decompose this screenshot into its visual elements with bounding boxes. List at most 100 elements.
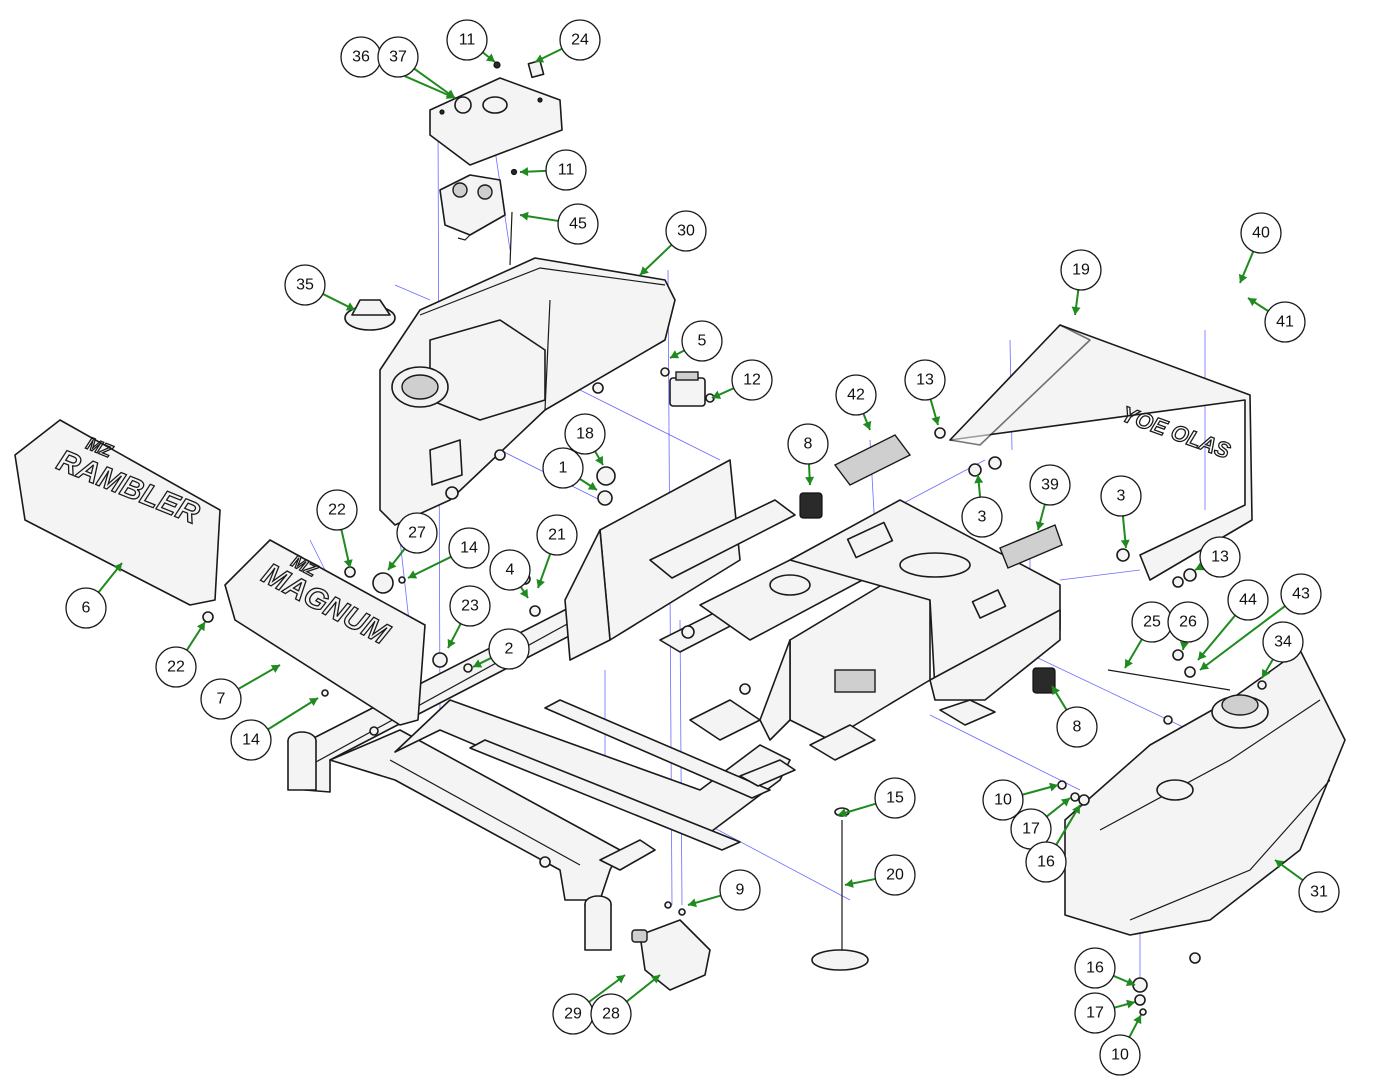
callout-26: 26 xyxy=(1167,601,1209,651)
callout-5: 5 xyxy=(669,320,723,362)
callout-arrowhead xyxy=(1060,798,1070,807)
callout-15: 15 xyxy=(837,777,916,819)
callout-arrowhead xyxy=(650,975,660,984)
callout-number: 40 xyxy=(1252,225,1270,242)
callout-arrowhead xyxy=(1133,1015,1142,1025)
callout-circle xyxy=(1060,249,1102,291)
callout-number: 39 xyxy=(1041,477,1059,494)
callout-43: 43 xyxy=(1199,573,1322,671)
callout-number: 12 xyxy=(743,372,761,389)
callout-arrowhead xyxy=(343,559,353,568)
callout-arrowhead xyxy=(196,622,205,632)
callout-circle xyxy=(1099,1034,1141,1076)
callout-arrowhead xyxy=(1198,650,1207,660)
callout-circle xyxy=(904,359,946,401)
callout-35: 35 xyxy=(284,264,356,311)
callout-number: 17 xyxy=(1086,1005,1104,1022)
callout-number: 5 xyxy=(698,333,707,350)
callout-11: 11 xyxy=(519,149,587,191)
callout-arrowhead xyxy=(345,302,355,311)
callout-number: 35 xyxy=(296,277,314,294)
callout-number: 10 xyxy=(1111,1047,1129,1064)
callout-circle xyxy=(396,512,438,554)
callout-22: 22 xyxy=(155,621,206,688)
callout-19: 19 xyxy=(1060,249,1102,316)
callout-11: 11 xyxy=(446,19,496,63)
callout-arrowhead xyxy=(1238,273,1248,283)
callout-13: 13 xyxy=(904,359,946,426)
callout-circle xyxy=(1074,947,1116,989)
callout-circle xyxy=(542,447,584,489)
callout-arrowhead xyxy=(1126,999,1135,1009)
callout-7: 7 xyxy=(200,664,281,720)
callout-number: 4 xyxy=(506,562,515,579)
callout-20: 20 xyxy=(844,854,916,896)
callout-circle xyxy=(1056,706,1098,748)
callout-circle xyxy=(1167,601,1209,643)
callout-number: 41 xyxy=(1276,314,1294,331)
callout-1: 1 xyxy=(542,447,598,491)
callout-arrowhead xyxy=(587,481,597,490)
callout-12: 12 xyxy=(711,359,773,401)
callout-number: 10 xyxy=(994,792,1012,809)
callout-arrowhead xyxy=(485,53,495,62)
rear-deck-plate xyxy=(789,499,1061,726)
center-frame-plates xyxy=(564,459,931,761)
callout-number: 20 xyxy=(886,867,904,884)
callout-number: 21 xyxy=(548,527,566,544)
chassis-frame xyxy=(287,591,796,951)
callout-number: 36 xyxy=(352,49,370,66)
callout-circle xyxy=(681,320,723,362)
callout-arrowhead xyxy=(535,54,545,63)
right-side-panel: MAGNUM MZ xyxy=(224,539,426,726)
callout-arrowhead xyxy=(1195,562,1205,571)
callout-8: 8 xyxy=(787,423,829,486)
callout-circle xyxy=(65,587,107,629)
callout-leader xyxy=(413,67,456,99)
callout-circle xyxy=(1199,536,1241,578)
callout-circle xyxy=(874,777,916,819)
callout-circle xyxy=(1240,212,1282,254)
callout-3: 3 xyxy=(961,474,1003,538)
decal-plate-39 xyxy=(999,524,1063,569)
callout-number: 43 xyxy=(1292,586,1310,603)
callout-number: 27 xyxy=(408,525,426,542)
callout-8: 8 xyxy=(1051,685,1098,748)
callout-arrowhead xyxy=(1200,661,1210,670)
callout-arrowhead xyxy=(388,560,397,570)
callout-number: 8 xyxy=(804,436,813,453)
callout-10: 10 xyxy=(982,779,1059,821)
callout-9: 9 xyxy=(687,869,761,911)
callout-28: 28 xyxy=(590,974,661,1035)
callout-arrowhead xyxy=(1248,298,1258,307)
callout-arrowhead xyxy=(1052,686,1061,696)
callout-number: 42 xyxy=(847,387,865,404)
callout-circle xyxy=(590,993,632,1035)
callout-22: 22 xyxy=(316,489,358,569)
callout-arrowhead xyxy=(519,588,528,598)
callout-arrowhead xyxy=(536,578,545,588)
callout-number: 15 xyxy=(886,790,904,807)
callout-number: 28 xyxy=(602,1006,620,1023)
callout-circle xyxy=(1264,301,1306,343)
callout-arrowhead xyxy=(1125,658,1133,668)
bracket-8-right xyxy=(1032,667,1056,694)
callout-arrowhead xyxy=(1072,805,1080,815)
callout-41: 41 xyxy=(1247,297,1306,343)
callout-arrowhead xyxy=(445,89,455,98)
right-fender xyxy=(1064,649,1346,936)
callout-circle xyxy=(874,854,916,896)
callout-number: 29 xyxy=(564,1006,582,1023)
callout-arrowhead xyxy=(408,570,418,579)
callout-number: 13 xyxy=(1211,549,1229,566)
callout-arrowhead xyxy=(520,211,529,221)
callout-number: 22 xyxy=(167,659,185,676)
callout-number: 22 xyxy=(328,502,346,519)
callout-arrowhead xyxy=(845,879,854,888)
callout-circle xyxy=(835,374,877,416)
callout-leader xyxy=(237,664,281,690)
callout-circle xyxy=(559,19,601,61)
callout-circle xyxy=(564,413,606,455)
callout-circle xyxy=(1280,573,1322,615)
